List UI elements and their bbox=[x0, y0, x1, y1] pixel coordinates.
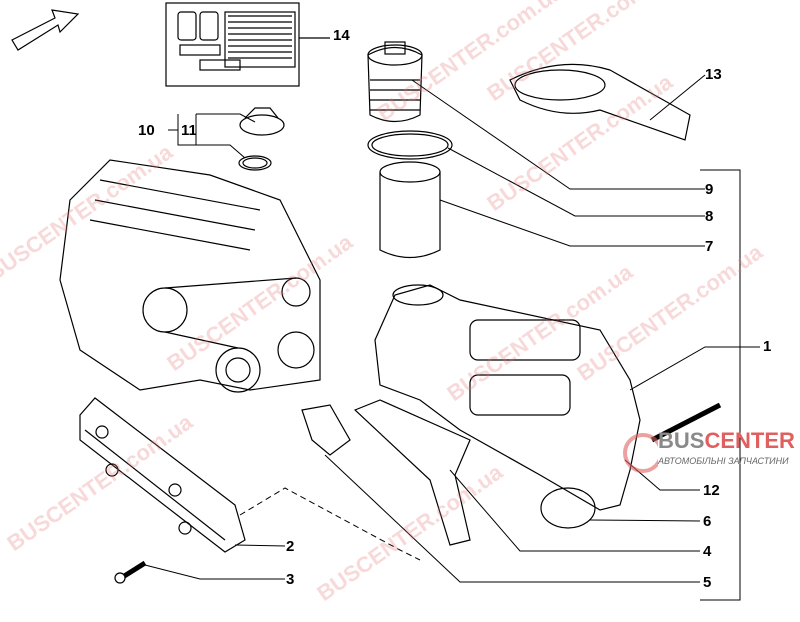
callout-12: 12 bbox=[703, 482, 720, 499]
bolt bbox=[114, 560, 147, 584]
long-bolt bbox=[650, 402, 722, 443]
callout-9: 9 bbox=[705, 181, 714, 198]
logo-b-icon bbox=[623, 433, 658, 473]
oil-cooler bbox=[79, 397, 246, 553]
o-ring bbox=[367, 130, 453, 160]
callout-2: 2 bbox=[286, 538, 295, 555]
logo-brand: BUSCENTER bbox=[658, 428, 795, 453]
logo-tagline: АВТОМОБІЛЬНІ ЗАПЧАСТИНИ bbox=[658, 456, 789, 466]
callout-8: 8 bbox=[705, 208, 714, 225]
engine bbox=[59, 159, 321, 393]
callout-10: 10 bbox=[138, 122, 155, 139]
callout-6: 6 bbox=[703, 513, 712, 530]
filter-kit-box bbox=[165, 2, 330, 87]
callout-14: 14 bbox=[333, 27, 350, 44]
callout-11: 11 bbox=[181, 122, 197, 139]
filter-housing bbox=[374, 284, 641, 511]
orientation-arrow-icon bbox=[11, 9, 80, 51]
gasket-large bbox=[353, 399, 471, 546]
filter-wrench bbox=[509, 63, 691, 141]
callout-4: 4 bbox=[703, 543, 712, 560]
callout-1: 1 bbox=[763, 338, 772, 355]
gasket-small bbox=[301, 404, 351, 456]
filter-element bbox=[379, 161, 441, 259]
callout-5: 5 bbox=[703, 574, 712, 591]
callout-7: 7 bbox=[705, 238, 714, 255]
callout-13: 13 bbox=[705, 66, 722, 83]
callout-3: 3 bbox=[286, 571, 295, 588]
filter-cap bbox=[367, 41, 423, 123]
gasket-round bbox=[540, 487, 596, 529]
